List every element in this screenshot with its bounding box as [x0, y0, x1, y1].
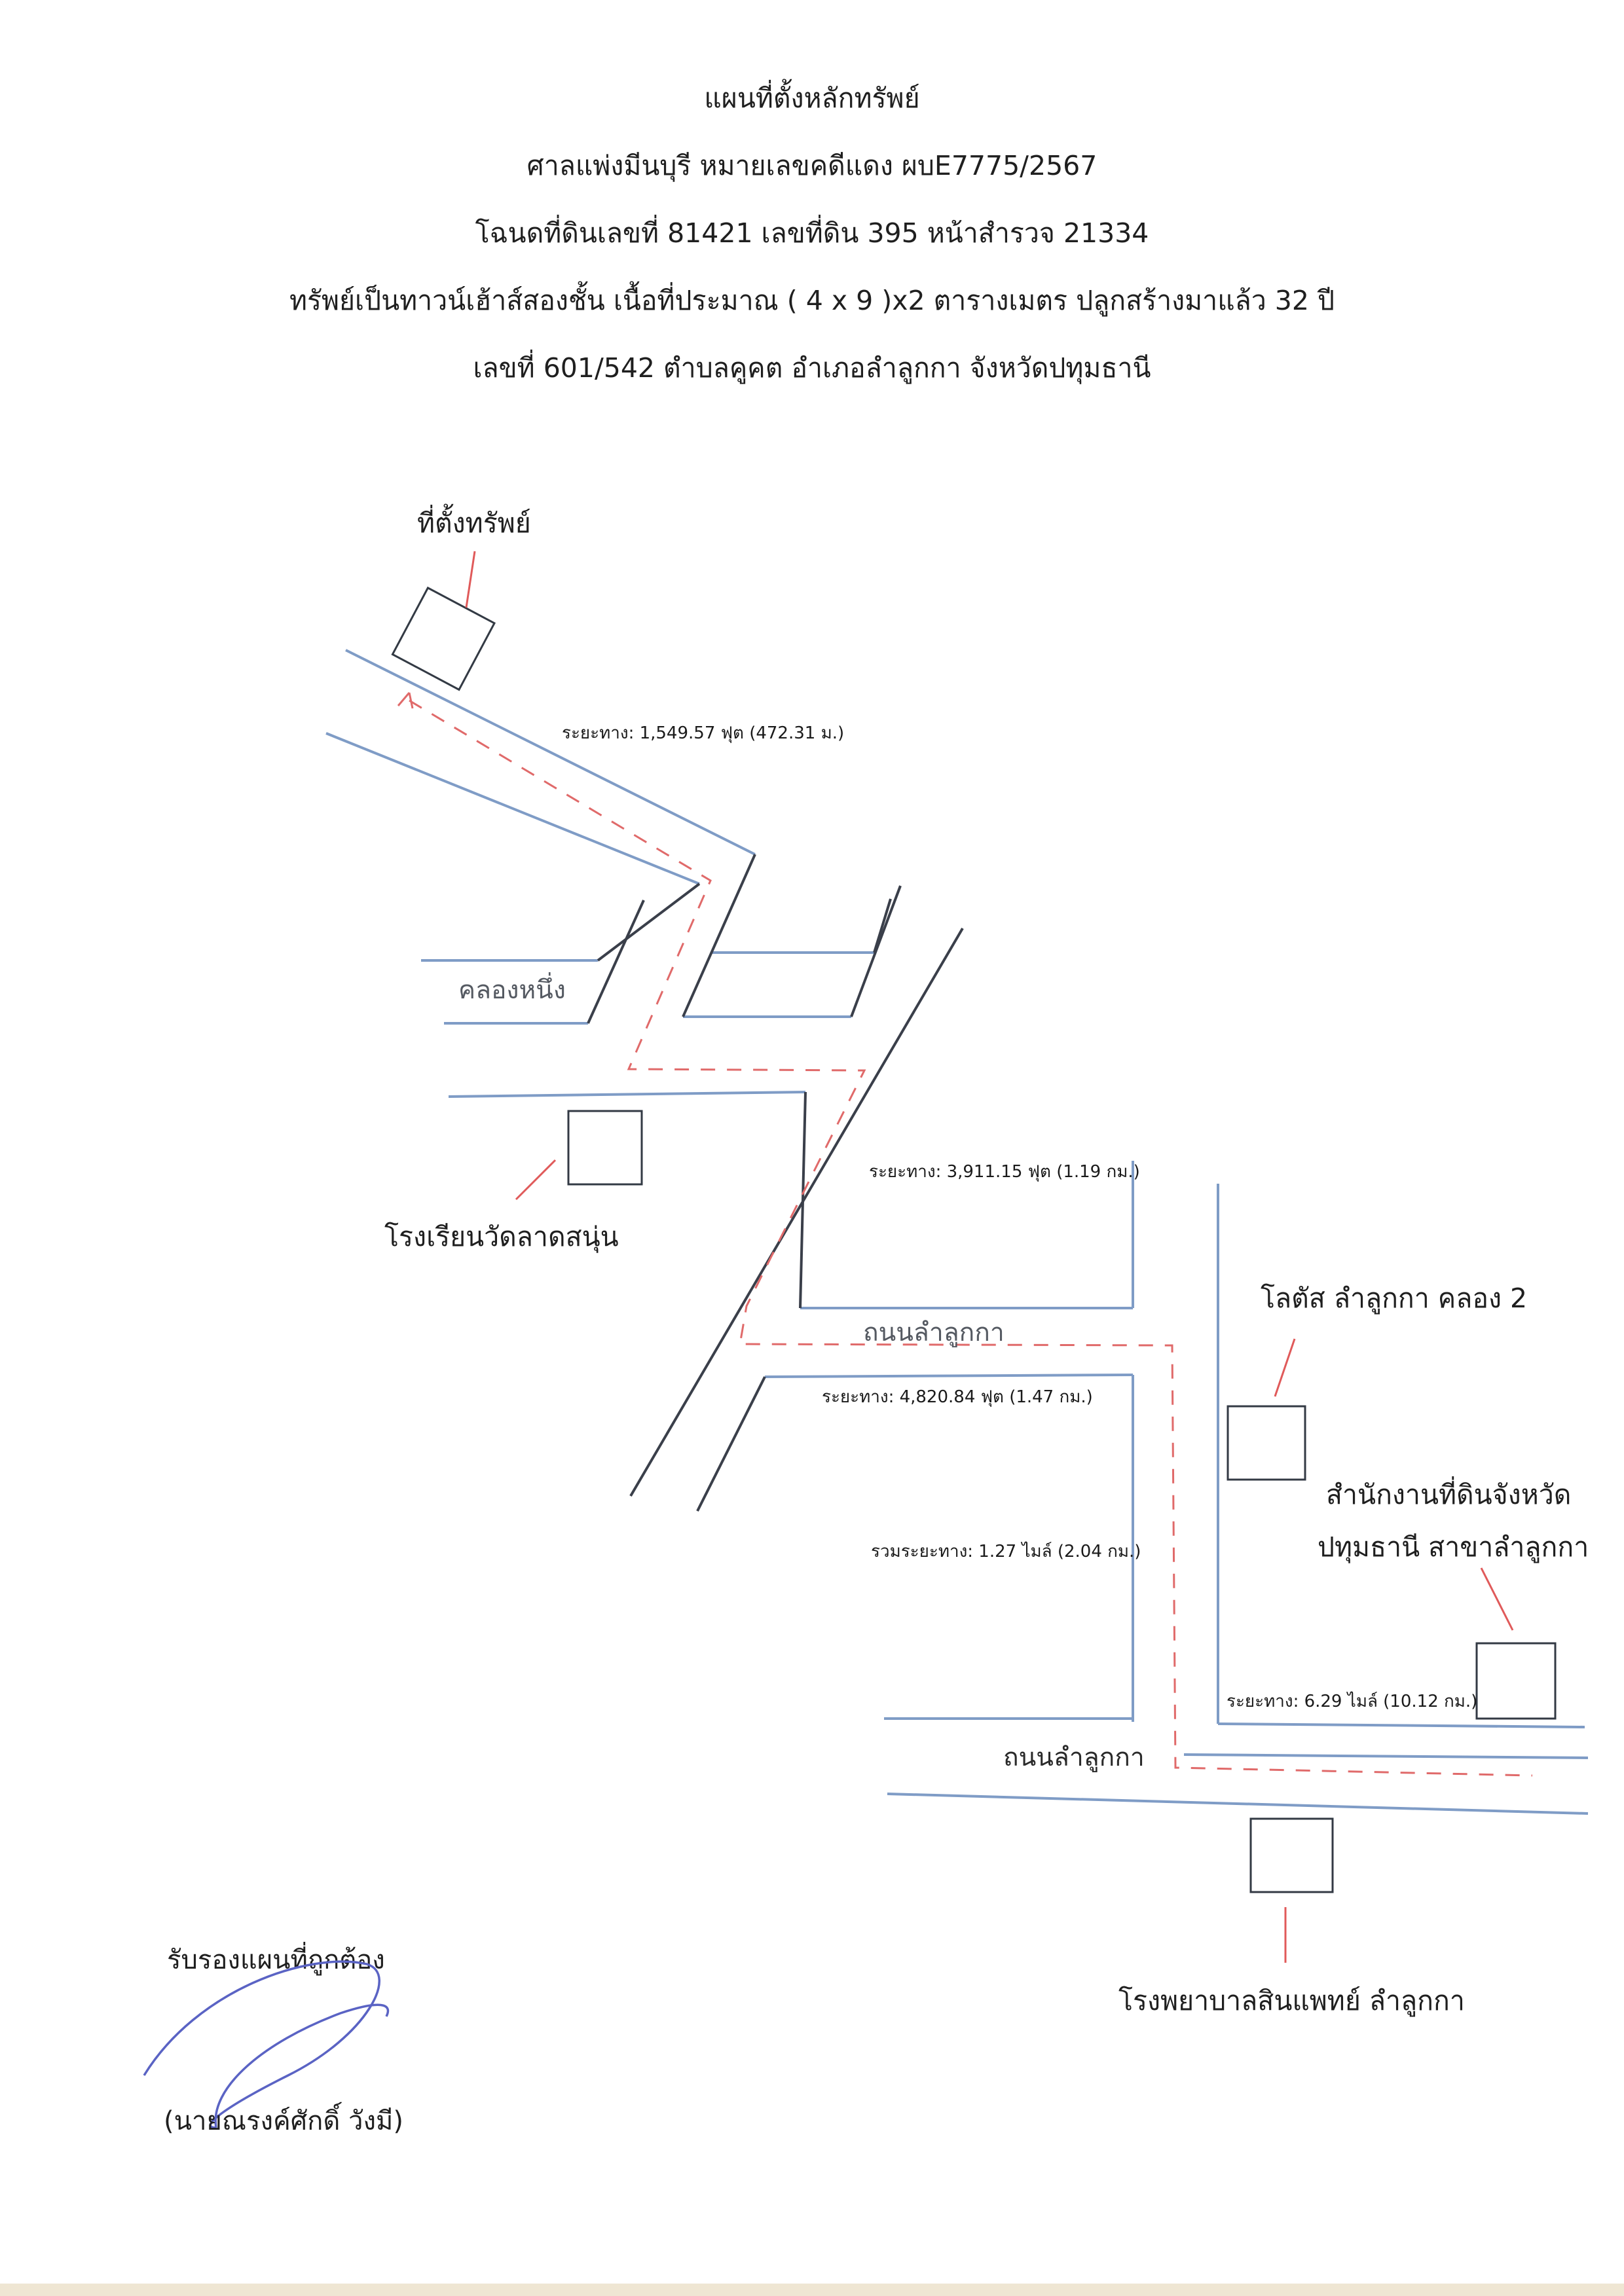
signature-stroke [143, 1960, 380, 2129]
road-edge [345, 649, 756, 856]
distance-labels: ระยะทาง: 1,549.57 ฟุต (472.31 ม.) ระยะทา… [562, 723, 1477, 1711]
road-edge [887, 1793, 1589, 1815]
pointer-line [1274, 1338, 1296, 1397]
court-case-line: ศาลแพ่งมีนบุรี หมายเลขคดีแดง ผบE7775/256… [526, 150, 1098, 181]
signature-stroke [214, 2003, 390, 2128]
signatory-name: (นายณรงค์ศักดิ์ วังมี) [164, 2102, 403, 2136]
property-label: ที่ตั้งทรัพย์ [417, 503, 531, 539]
land-office-label-line2: ปทุมธานี สาขาลำลูกกา [1318, 1531, 1589, 1563]
lotus-label: โลตัส ลำลูกกา คลอง 2 [1261, 1283, 1527, 1315]
school-marker [567, 1110, 643, 1186]
road-edge [682, 854, 756, 1017]
address-line: เลขที่ 601/542 ตำบลคูคต อำเภอลำลูกกา จัง… [473, 352, 1151, 384]
road-edge [873, 898, 892, 953]
road-edge [696, 1376, 766, 1512]
arrow-stroke [397, 692, 411, 706]
property-marker [391, 586, 496, 691]
road-labels: คลองหนึ่ง ถนนลำลูกกา [458, 972, 1005, 1347]
scan-bottom-edge [0, 2284, 1624, 2296]
road-edge [1183, 1753, 1589, 1759]
road-edge [448, 1091, 806, 1098]
distance-label: ระยะทาง: 4,820.84 ฟุต (1.47 กม.) [822, 1387, 1093, 1407]
land-office-label-line1: สำนักงานที่ดินจังหวัด [1326, 1476, 1571, 1510]
arrow-stroke [408, 692, 414, 709]
land-office-marker [1475, 1642, 1557, 1720]
route-path [409, 699, 1533, 1777]
total-distance-label: รวมระยะทาง: 1.27 ไมล์ (2.04 กม.) [871, 1541, 1141, 1561]
road-label-lower: ถนนลำลูกกา [1003, 1743, 1145, 1772]
landmark-labels: ที่ตั้งทรัพย์ โรงเรียนวัดลาดสนุ่น โลตัส … [384, 503, 1589, 2017]
certification-label: รับรองแผนที่ถูกต้อง [167, 1942, 385, 1975]
title-deed-line: โฉนดที่ดินเลขที่ 81421 เลขที่ดิน 395 หน้… [475, 217, 1149, 249]
road-edge [597, 883, 701, 962]
road-edge [325, 732, 700, 885]
map-title: แผนที่ตั้งหลักทรัพย์ [704, 82, 920, 114]
road-network [325, 649, 1589, 1815]
road-edge [1217, 1722, 1585, 1728]
road-edge [629, 927, 964, 1497]
pointer-line [465, 551, 476, 608]
signature-mark [143, 1960, 390, 2129]
road-edge [587, 900, 645, 1024]
road-edge [764, 1374, 1134, 1378]
property-description-line: ทรัพย์เป็นทาวน์เฮ้าส์สองชั้น เนื้อที่ประ… [289, 285, 1335, 316]
pointer-line [515, 1159, 557, 1201]
distance-label: ระยะทาง: 6.29 ไมล์ (10.12 กม.) [1227, 1691, 1477, 1711]
road-edge [799, 1091, 807, 1309]
label-pointers [465, 551, 1514, 1963]
lotus-marker [1227, 1405, 1306, 1481]
canal-label: คลองหนึ่ง [458, 972, 566, 1005]
road-label-upper: ถนนลำลูกกา [863, 1318, 1005, 1347]
school-label: โรงเรียนวัดลาดสนุ่น [384, 1221, 619, 1253]
document-header: แผนที่ตั้งหลักทรัพย์ ศาลแพ่งมีนบุรี หมาย… [0, 82, 1624, 419]
hospital-marker [1249, 1817, 1334, 1893]
distance-label: ระยะทาง: 3,911.15 ฟุต (1.19 กม.) [869, 1162, 1140, 1182]
distance-label: ระยะทาง: 1,549.57 ฟุต (472.31 ม.) [562, 723, 844, 743]
pointer-line [1480, 1567, 1514, 1631]
main-road-edges [587, 854, 964, 1512]
route-arrow-icon [397, 692, 414, 709]
hospital-label: โรงพยาบาลสินแพทย์ ลำลูกกา [1118, 1985, 1465, 2017]
